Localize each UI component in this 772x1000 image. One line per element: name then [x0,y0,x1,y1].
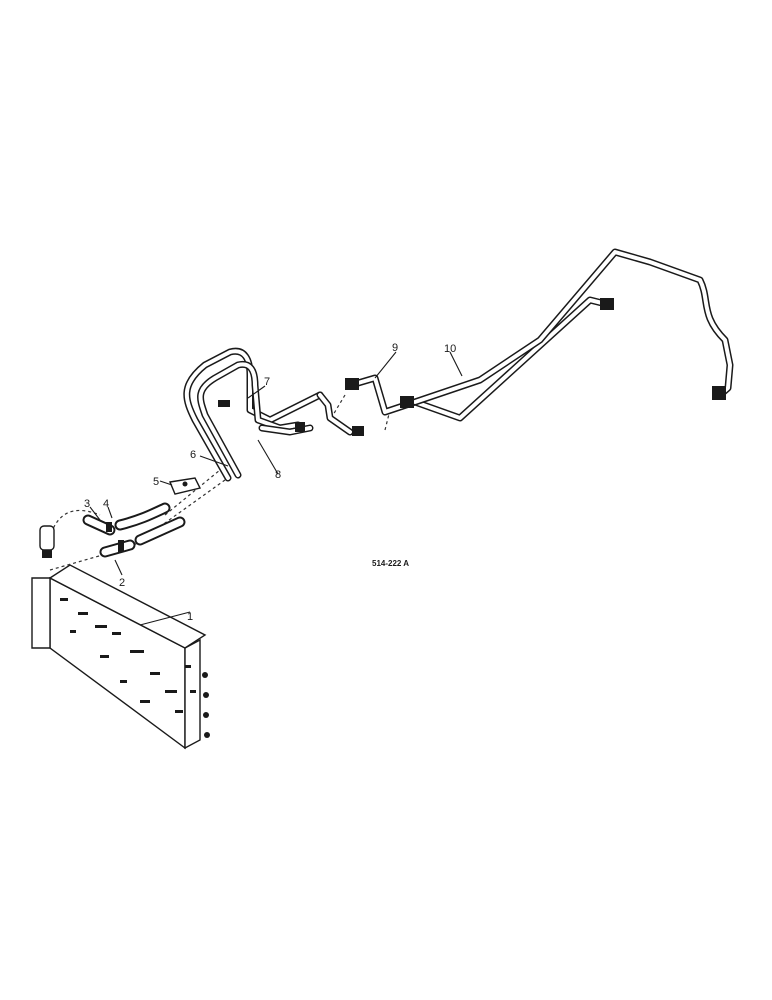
callout-3: 3 [84,498,90,510]
callout-4: 4 [103,498,109,510]
reference-code: 514-222 A [372,559,409,568]
callout-7: 7 [264,376,270,388]
callout-8: 8 [275,469,281,481]
callout-6: 6 [190,449,196,461]
callout-2: 2 [119,577,125,589]
oil-cooler [31,564,210,750]
elbow-fitting [39,525,55,558]
callout-9: 9 [392,342,398,354]
leader-lines [89,351,463,626]
callout-1: 1 [187,611,193,623]
callout-10: 10 [444,343,456,355]
callout-5: 5 [153,476,159,488]
oil-pipes [183,248,734,482]
callouts: 1 2 3 4 5 6 7 8 9 10 [84,342,456,623]
pipe-clamp [169,477,202,495]
cooler-hoses [82,502,186,558]
